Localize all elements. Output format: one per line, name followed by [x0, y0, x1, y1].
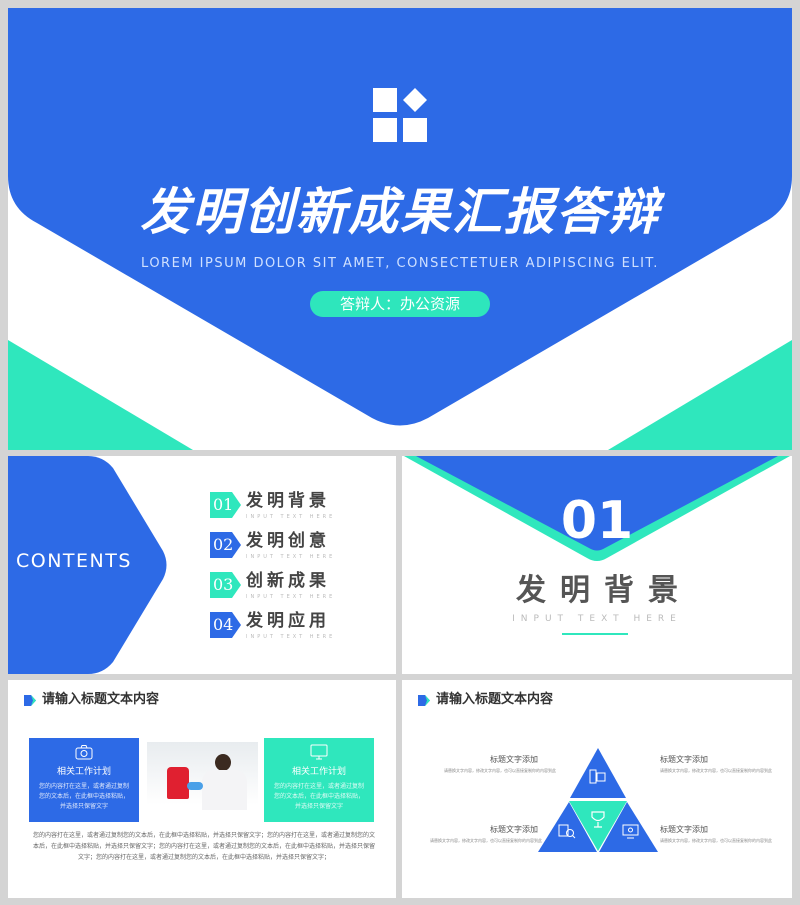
item-title: 标题文字添加 — [660, 825, 708, 834]
slide-work-plan[interactable]: 请输入标题文本内容 相关工作计划 您的内容打在这里，或者通过复制您的文本后，在此… — [8, 680, 396, 898]
slide-triangle[interactable]: 请输入标题文本内容 标题文字添加 请替换文字内容，修改文字内容，也可以直接复制你… — [402, 680, 792, 898]
item-desc: 请替换文字内容，修改文字内容，也可以直接复制你的内容到此 — [444, 768, 556, 773]
cover-title: 发明创新成果汇报答辩 — [140, 183, 660, 241]
item-sub: INPUT TEXT HERE — [246, 514, 336, 520]
section-title: 发明背景 — [516, 573, 692, 608]
document-search-icon — [558, 824, 576, 839]
card-title: 相关工作计划 — [291, 767, 346, 778]
monitor-icon — [310, 744, 328, 760]
slide-header: 请输入标题文本内容 — [24, 692, 159, 708]
item-sub: INPUT TEXT HERE — [246, 594, 336, 600]
slide-cover[interactable]: 发明创新成果汇报答辩 LOREM IPSUM DOLOR SIT AMET, C… — [8, 8, 792, 450]
item-desc: 请替换文字内容，修改文字内容，也可以直接复制你的内容到此 — [430, 838, 542, 843]
contents-shape — [8, 456, 167, 674]
header-text: 请输入标题文本内容 — [436, 692, 554, 707]
item-label: 创新成果 — [246, 571, 330, 591]
item-number: 02 — [213, 535, 234, 554]
item-sub: INPUT TEXT HERE — [246, 554, 336, 560]
card-body: 您的内容打在这里，或者通过复制您的文本后，在此框中选择粘贴，并选择只保留文字 — [273, 783, 364, 811]
item-number: 03 — [213, 575, 234, 594]
item-number: 04 — [213, 615, 234, 634]
trophy-icon — [591, 811, 605, 828]
item-sub: INPUT TEXT HERE — [246, 634, 336, 640]
item-desc: 请替换文字内容，修改文字内容，也可以直接复制你的内容到此 — [660, 768, 772, 773]
cover-subtitle: LOREM IPSUM DOLOR SIT AMET, CONSECTETUER… — [141, 256, 659, 271]
item-desc: 请替换文字内容，修改文字内容，也可以直接复制你的内容到此 — [660, 838, 772, 843]
triangle-diagram — [538, 748, 658, 852]
arrow-tag-icon — [418, 695, 430, 706]
item-number: 01 — [213, 495, 234, 514]
item-label: 发明背景 — [246, 491, 330, 511]
item-label: 发明创意 — [246, 531, 330, 551]
body-paragraph: 您的内容打在这里，或者通过复制您的文本后，在此框中选择粘贴，并选择只保留文字；您… — [32, 832, 375, 861]
section-number: 01 — [560, 491, 634, 551]
card-left: 相关工作计划 您的内容打在这里，或者通过复制您的文本后，在此框中选择粘贴，并选择… — [29, 738, 139, 822]
item-title: 标题文字添加 — [490, 755, 538, 764]
item-title: 标题文字添加 — [490, 825, 538, 834]
card-title: 相关工作计划 — [56, 767, 111, 778]
section-sub: INPUT TEXT HERE — [512, 614, 682, 624]
item-title: 标题文字添加 — [660, 755, 708, 764]
section-shape — [404, 456, 790, 635]
server-icon — [589, 769, 606, 784]
triangle-right — [599, 802, 658, 852]
presenter-badge: 答辩人：办公资源 — [310, 291, 490, 317]
grid-diamond-icon — [373, 88, 427, 142]
slide-header: 请输入标题文本内容 — [418, 692, 553, 708]
header-text: 请输入标题文本内容 — [42, 692, 160, 707]
card-right: 相关工作计划 您的内容打在这里，或者通过复制您的文本后，在此框中选择粘贴，并选择… — [264, 738, 374, 822]
contents-heading: CONTENTS — [16, 550, 132, 572]
camera-icon — [75, 745, 93, 760]
slide-contents[interactable]: CONTENTS 01 发明背景 INPUT TEXT HERE 02 发明创意 INP… — [8, 456, 396, 674]
monitor-gear-icon — [622, 824, 639, 839]
scientist-lab-photo — [147, 742, 258, 816]
cover-background — [8, 8, 792, 450]
slide-section[interactable]: 01 发明背景 INPUT TEXT HERE — [402, 456, 792, 674]
item-label: 发明应用 — [246, 611, 330, 631]
arrow-tag-icon — [24, 695, 36, 706]
card-body: 您的内容打在这里，或者通过复制您的文本后，在此框中选择粘贴，并选择只保留文字 — [38, 783, 129, 811]
